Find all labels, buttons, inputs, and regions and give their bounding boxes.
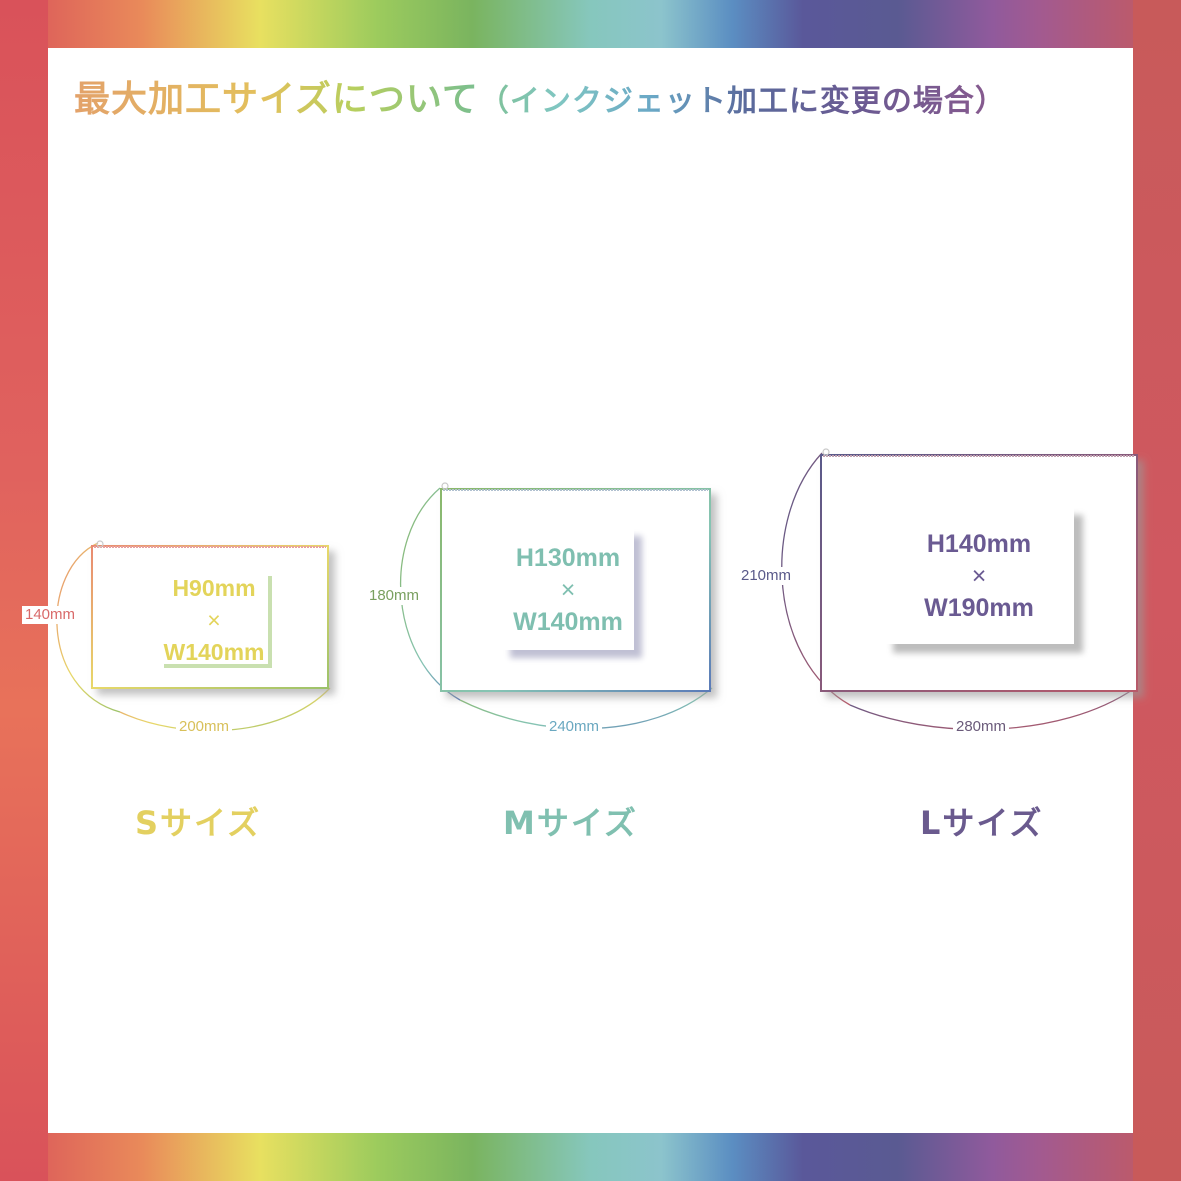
l-print-width: W190mm xyxy=(924,594,1034,622)
frame-band-left xyxy=(0,0,48,1181)
l-size-label: Lサイズ xyxy=(920,804,1044,842)
frame-band-bottom xyxy=(0,1133,1181,1181)
s-print-area: H90mm × W140mm xyxy=(160,572,268,665)
m-width-label: 240mm xyxy=(546,718,603,736)
frame-band-right xyxy=(1133,0,1181,1181)
l-print-height: H140mm xyxy=(926,530,1032,558)
s-width-label: 200mm xyxy=(176,718,233,736)
s-zipper-pull xyxy=(96,540,104,548)
m-print-area: H130mm × W140mm xyxy=(502,528,634,650)
l-width-label: 280mm xyxy=(953,718,1010,736)
m-times-sign: × xyxy=(560,576,576,604)
m-print-height: H130mm xyxy=(515,544,621,572)
m-size-label: Mサイズ xyxy=(503,804,638,842)
s-height-arc xyxy=(56,542,121,713)
s-print-width: W140mm xyxy=(163,639,265,665)
s-size-label: Sサイズ xyxy=(135,804,262,842)
m-height-label: 180mm xyxy=(366,587,423,605)
l-times-sign: × xyxy=(971,562,987,590)
m-print-width: W140mm xyxy=(513,608,623,636)
s-times-sign: × xyxy=(207,607,221,633)
l-print-area: H140mm × W190mm xyxy=(884,506,1074,644)
s-height-label: 140mm xyxy=(22,606,79,624)
l-zipper-pull xyxy=(822,448,830,456)
frame-band-top xyxy=(0,0,1181,48)
s-print-height: H90mm xyxy=(172,575,256,601)
l-height-label: 210mm xyxy=(738,567,795,585)
m-zipper-pull xyxy=(441,482,449,490)
